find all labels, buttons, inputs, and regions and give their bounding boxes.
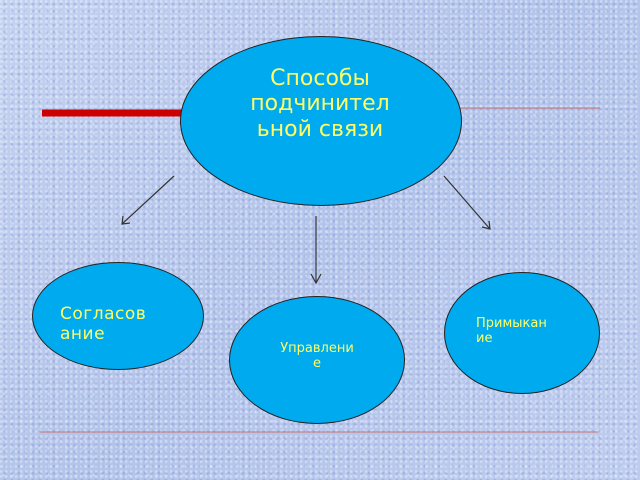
node-government-line: Управлени	[280, 341, 354, 356]
node-agreement	[32, 262, 204, 370]
main-node-label: Способы подчинител ьной связи	[220, 66, 420, 142]
node-agreement-label: Согласов ание	[60, 304, 180, 344]
node-agreement-line: Согласов	[60, 304, 147, 324]
main-node-line: Способы	[270, 66, 370, 91]
main-node-line: ьной связи	[256, 116, 384, 142]
node-government-label: Управлени е	[262, 341, 372, 372]
arrow-to-agree	[121, 175, 175, 225]
main-node-line: подчинител	[250, 91, 390, 117]
node-adjoining-line: ие	[476, 330, 493, 346]
node-government-line: е	[313, 355, 321, 371]
node-government	[229, 296, 405, 424]
main-node	[180, 36, 462, 206]
node-adjoining-label: Примыкан ие	[476, 316, 576, 347]
node-adjoining	[444, 272, 600, 394]
node-agreement-line: ание	[60, 323, 106, 344]
arrow-to-govern	[310, 216, 322, 285]
arrow-to-adjoin	[443, 175, 491, 230]
node-adjoining-line: Примыкан	[476, 316, 547, 331]
